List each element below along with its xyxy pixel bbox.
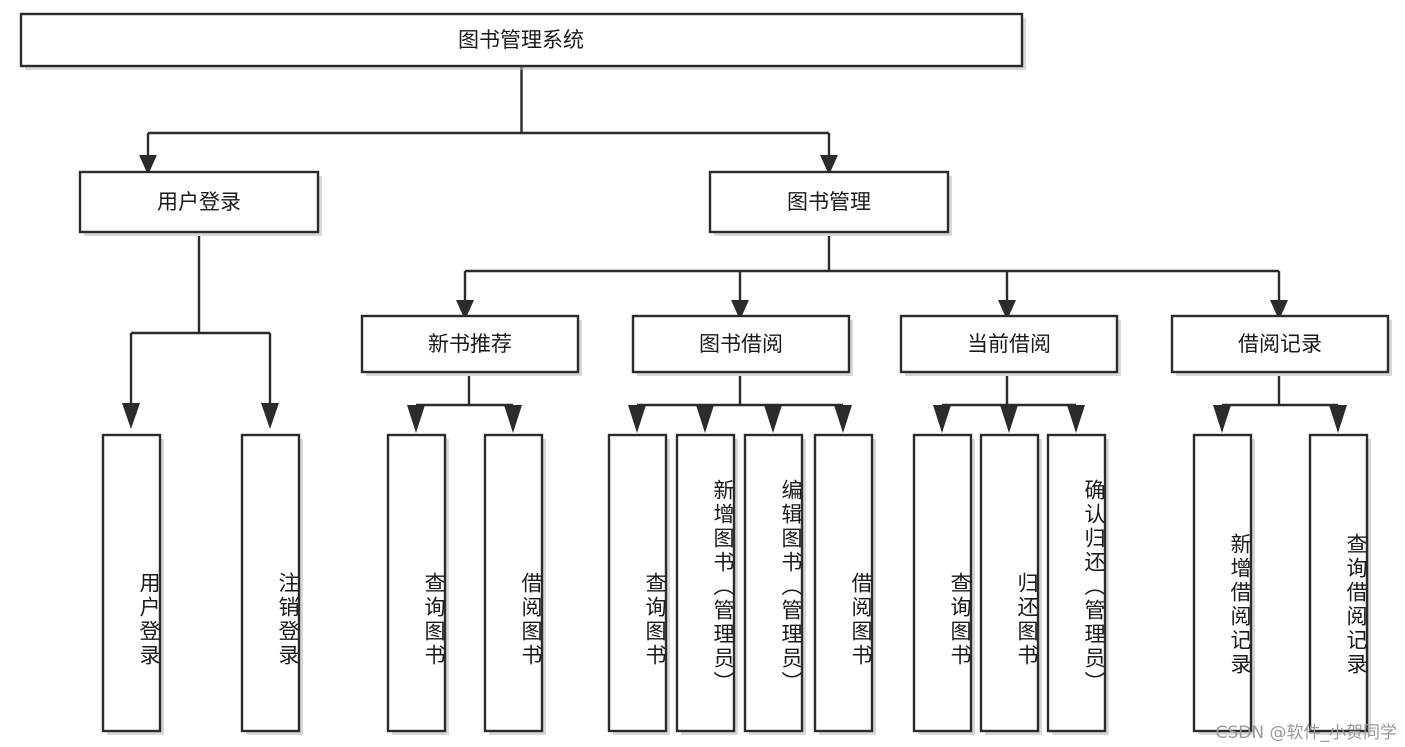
arrow-icon-ul-leaf1 (122, 403, 140, 429)
node-box-leaf-cb-query[interactable] (912, 433, 973, 733)
arrowheads-group (122, 155, 1347, 433)
node-box-leaf-rec-borrow[interactable] (483, 433, 544, 733)
arrow-icon-bb-leaf4 (834, 405, 852, 433)
node-box-book-borrow[interactable] (631, 314, 851, 374)
node-box-root[interactable] (19, 12, 1024, 68)
node-box-leaf-bb-add[interactable] (675, 433, 736, 733)
node-box-new-book-rec[interactable] (360, 314, 580, 374)
node-box-leaf-bb-edit[interactable] (743, 433, 804, 733)
arrow-icon-cb-leaf3 (1067, 405, 1085, 433)
arrow-icon-cb-leaf2 (1000, 405, 1018, 433)
arrow-icon-nbr-leaf1 (407, 405, 425, 433)
node-box-user-login[interactable] (78, 170, 320, 234)
watermark-text: CSDN @软件_小贺同学 (1215, 723, 1397, 743)
node-box-leaf-bb-query[interactable] (607, 433, 668, 733)
node-box-leaf-br-query[interactable] (1308, 433, 1369, 733)
node-box-current-borrow[interactable] (899, 314, 1119, 374)
arrow-icon-bb-leaf1 (628, 405, 646, 433)
node-box-borrow-record[interactable] (1170, 314, 1390, 374)
node-label-book-manage: 图书管理 (787, 190, 871, 214)
node-box-leaf-bb-borrow[interactable] (813, 433, 874, 733)
node-label-root: 图书管理系统 (458, 28, 584, 52)
node-box-leaf-br-add[interactable] (1192, 433, 1253, 733)
node-box-leaf-cb-return[interactable] (979, 433, 1040, 733)
arrow-icon-br-leaf1 (1213, 405, 1231, 433)
arrow-icon-borrow-record (1270, 300, 1288, 320)
node-box-leaf-cb-confirm[interactable] (1046, 433, 1107, 733)
node-label-book-borrow: 图书借阅 (699, 332, 783, 356)
node-label-borrow-record: 借阅记录 (1238, 332, 1322, 356)
node-box-leaf-user-login[interactable] (101, 433, 162, 733)
arrow-icon-book-borrow (731, 300, 749, 320)
node-box-leaf-rec-query[interactable] (386, 433, 447, 733)
nodes-group: 图书管理系统 用户登录 图书管理 新书推荐 图书借阅 当前借阅 借阅记录 (19, 12, 1392, 735)
arrow-icon-current-borrow (998, 300, 1016, 320)
node-label-current-borrow: 当前借阅 (967, 332, 1051, 356)
arrow-icon-cb-leaf1 (933, 405, 951, 433)
arrow-icon-bb-leaf2 (696, 405, 714, 433)
arrow-icon-bb-leaf3 (764, 405, 782, 433)
node-box-book-manage[interactable] (708, 170, 950, 234)
arrow-icon-nbr-leaf2 (504, 405, 522, 433)
arrow-icon-book-manage (820, 155, 838, 175)
arrow-icon-new-book-rec (456, 300, 474, 320)
arrow-icon-br-leaf2 (1329, 405, 1347, 433)
node-label-user-login: 用户登录 (157, 190, 241, 214)
arrow-icon-user-login (139, 155, 157, 175)
node-label-new-book-rec: 新书推荐 (428, 332, 512, 356)
arrow-icon-ul-leaf2 (261, 403, 279, 429)
node-box-leaf-logout[interactable] (240, 433, 301, 733)
